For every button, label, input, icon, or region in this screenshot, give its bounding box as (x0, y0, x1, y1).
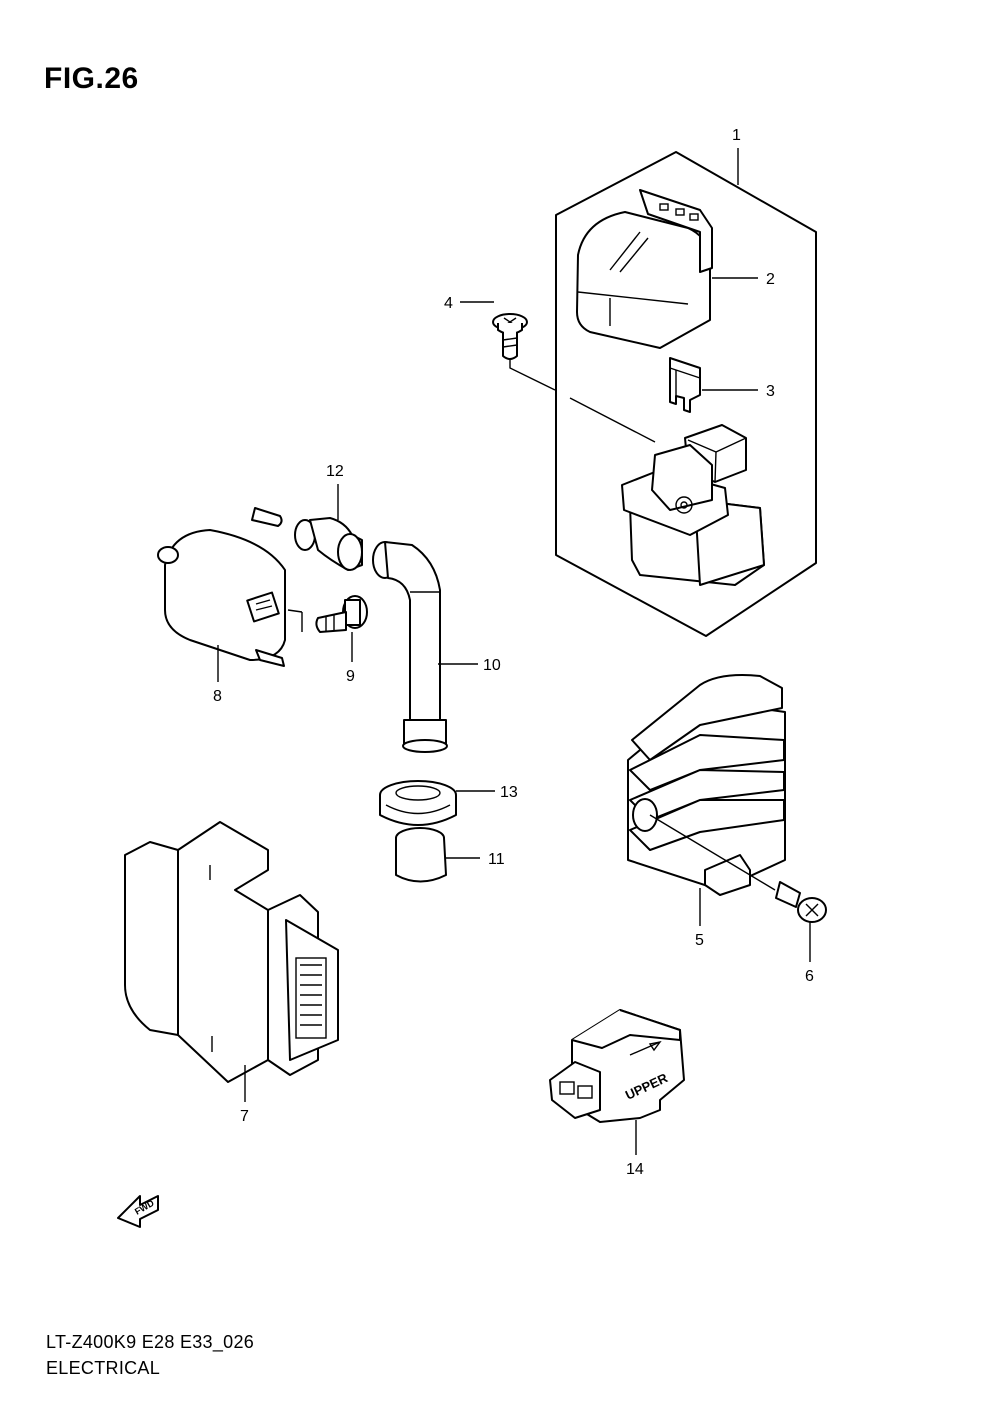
callout-12: 12 (326, 463, 344, 480)
callout-4: 4 (444, 295, 453, 312)
section-name: ELECTRICAL (46, 1358, 161, 1378)
ignition-coil (104, 471, 303, 667)
cap-11 (395, 827, 447, 883)
callout-7: 7 (240, 1108, 249, 1125)
figure-title: FIG.26 (44, 62, 139, 95)
callout-numbers: 1 2 3 4 5 6 7 8 9 10 11 12 13 14 (213, 127, 814, 1178)
callout-11: 11 (488, 851, 505, 868)
screw-6 (775, 881, 827, 923)
screw-4 (492, 313, 528, 360)
model-code: LT-Z400K9 E28 E33_026 (46, 1332, 255, 1352)
callout-8: 8 (213, 688, 222, 705)
leader-lines (217, 148, 811, 1155)
callout-3: 3 (766, 383, 775, 400)
grommet-13 (379, 780, 457, 826)
fwd-arrow-icon: FWD (117, 1195, 159, 1228)
callout-14: 14 (626, 1161, 644, 1178)
callout-6: 6 (805, 968, 814, 985)
callout-9: 9 (346, 668, 355, 685)
callout-13: 13 (500, 784, 518, 801)
starter-relay-assembly (509, 151, 817, 637)
bolt-9 (315, 595, 368, 633)
plug-cap-10 (372, 541, 448, 753)
relay-cover (576, 189, 713, 349)
callout-2: 2 (766, 271, 775, 288)
connector-14: UPPER (549, 1009, 685, 1123)
ecm-unit (124, 821, 339, 1083)
assembly-line-relay (569, 397, 656, 443)
fuse (669, 357, 701, 413)
regulator-rectifier (627, 674, 786, 896)
callout-1: 1 (732, 127, 741, 144)
assembly-bracket-outline (555, 151, 817, 637)
callout-5: 5 (695, 932, 704, 949)
starter-relay (621, 424, 765, 586)
callout-10: 10 (483, 657, 501, 674)
plug-cap-12 (294, 517, 363, 571)
